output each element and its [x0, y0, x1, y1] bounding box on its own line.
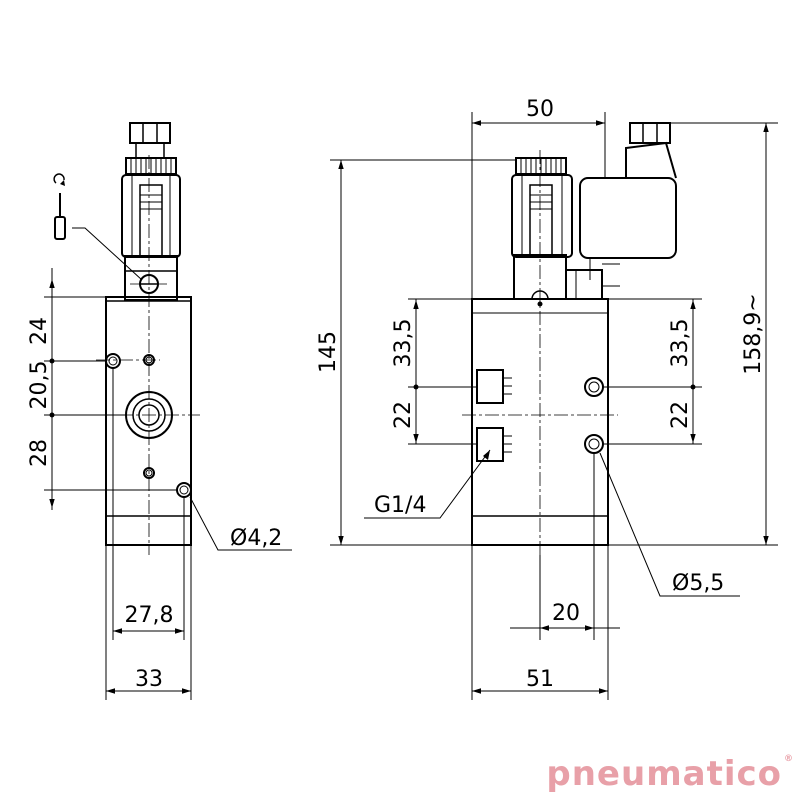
dim-33: 33	[135, 667, 163, 692]
dim-28: 28	[27, 439, 52, 467]
brand-logo-text: pneumatico	[546, 754, 782, 794]
screwdriver-icon	[53, 173, 66, 240]
dim-33-5-left: 33,5	[391, 319, 416, 368]
mounting-hole-5-5	[584, 434, 604, 454]
connector-plug	[579, 177, 677, 259]
dim-27-8: 27,8	[125, 603, 174, 628]
side-view: 24 20,5 28 27,8 33 Ø4,2	[27, 122, 292, 700]
front-view-coil	[511, 174, 573, 258]
trademark-symbol: ®	[784, 754, 794, 764]
front-view: 50 145 158,9~ 33,5 22 33,5 22 G1	[316, 97, 778, 700]
brand-logo: pneumatico®	[546, 754, 794, 794]
side-view-coil	[121, 174, 181, 258]
dim-20: 20	[552, 601, 580, 626]
dim-51: 51	[526, 667, 554, 692]
dim-22-right: 22	[668, 401, 693, 429]
dim-158-9: 158,9~	[741, 293, 766, 374]
dim-hole-5-5: Ø5,5	[672, 571, 724, 596]
dim-20-5: 20,5	[27, 361, 52, 410]
dim-33-5-right: 33,5	[668, 319, 693, 368]
dim-24: 24	[27, 317, 52, 345]
mounting-hole-4-2	[176, 482, 192, 498]
dim-hole-4-2: Ø4,2	[230, 526, 282, 551]
dim-thread-g1-4: G1/4	[374, 493, 426, 518]
side-view-body	[105, 296, 192, 546]
dim-50: 50	[526, 97, 554, 122]
dim-22-left: 22	[391, 401, 416, 429]
dim-145: 145	[316, 331, 341, 373]
